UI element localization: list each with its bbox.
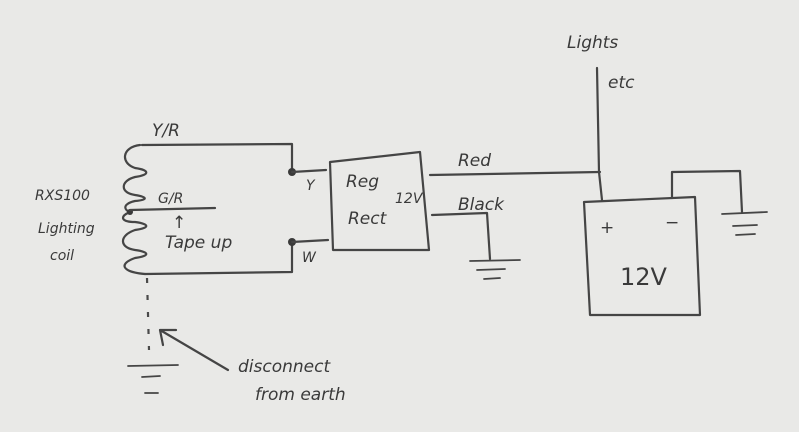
label-tape-up: Tape up	[165, 233, 232, 253]
wire-red	[428, 170, 602, 177]
arrow-up-icon: ↑	[172, 213, 186, 233]
lighting-coil	[121, 143, 148, 276]
wire-battery-negative	[670, 169, 744, 214]
wire-w-to-reg	[290, 238, 330, 244]
annotation-line1: disconnect	[238, 357, 331, 377]
annotation-line2: from earth	[255, 385, 346, 405]
wire-lights-feed	[595, 66, 604, 202]
battery-minus: −	[665, 213, 679, 233]
regulator-label-line2: Rect	[348, 209, 388, 229]
wire-green-red	[128, 206, 217, 212]
battery-plus: +	[600, 218, 614, 238]
ground-icon-coil	[127, 364, 179, 394]
wire-black	[430, 211, 492, 261]
coil-name-line3: coil	[50, 248, 74, 264]
coil-name-line2: Lighting	[38, 221, 95, 237]
wire-yellow-red	[140, 142, 294, 174]
battery-voltage: 12V	[620, 263, 668, 291]
regulator-label-line1: Reg	[346, 172, 379, 192]
wire-y-to-reg	[290, 168, 328, 174]
coil-winding-lower	[121, 210, 148, 276]
label-red: Red	[458, 151, 491, 171]
wire-coil-earth-disconnected	[145, 277, 151, 351]
ground-icon-battery	[721, 211, 768, 236]
coil-winding-upper	[122, 143, 148, 214]
ground-icon-regulator	[469, 259, 521, 280]
regulator-box	[328, 150, 431, 252]
load-label-line1: Lights	[567, 33, 618, 53]
arrow-icon	[158, 328, 230, 372]
label-terminal-y: Y	[306, 178, 316, 194]
load-label-line2: etc	[608, 73, 635, 93]
regulator-voltage: 12V	[395, 191, 424, 207]
wire-white	[143, 242, 294, 276]
label-terminal-w: W	[302, 250, 317, 266]
battery-box	[582, 195, 702, 317]
label-black: Black	[458, 195, 505, 215]
coil-name-line1: RXS100	[35, 188, 90, 204]
label-yellow-red: Y/R	[152, 121, 180, 141]
label-green-red: G/R	[158, 191, 183, 207]
